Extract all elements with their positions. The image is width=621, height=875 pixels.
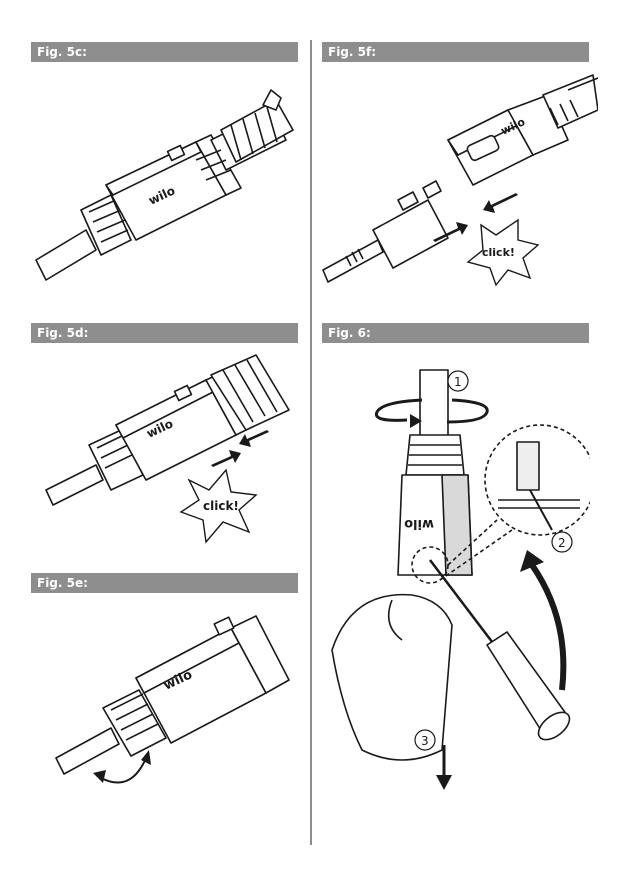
- rotate-arrow-icon: [93, 750, 151, 784]
- step-2-label: 2: [558, 536, 566, 550]
- fig-6-header: Fig. 6:: [322, 323, 589, 343]
- step-1-marker: [447, 370, 469, 392]
- fig-5f-title: Fig. 5f:: [328, 45, 377, 59]
- click-star-icon: [179, 468, 258, 544]
- fig-5f-illustration: wilo click!: [322, 74, 598, 287]
- cable-icon: [35, 229, 97, 281]
- hand-icon: [331, 593, 453, 761]
- fig-5e-illustration: wilo: [55, 615, 290, 784]
- step-3-marker: [414, 729, 436, 751]
- click-label-5d: click!: [203, 499, 239, 513]
- fig-5c-header: Fig. 5c:: [31, 42, 298, 62]
- step-1-label: 1: [454, 375, 462, 389]
- fig-5e-title: Fig. 5e:: [37, 576, 88, 590]
- click-label-5f: click!: [482, 246, 515, 259]
- fig-6-title: Fig. 6:: [328, 326, 371, 340]
- cable-icon: [419, 369, 449, 446]
- push-arrows-icon: [211, 430, 269, 467]
- screwdriver-shaft-icon: [429, 559, 503, 656]
- cable-icon: [322, 239, 384, 283]
- fig-5d-title: Fig. 5d:: [37, 326, 89, 340]
- insert-arrows-icon: [433, 193, 518, 242]
- fig-5d-illustration: wilo click!: [45, 354, 290, 544]
- click-star-icon: [466, 218, 540, 287]
- column-divider: [310, 40, 312, 845]
- fig-5f-header: Fig. 5f:: [322, 42, 589, 62]
- cable-icon: [55, 727, 120, 775]
- curved-arrow-icon: [520, 550, 567, 691]
- fig-5d-header: Fig. 5d:: [31, 323, 298, 343]
- fig-5e-header: Fig. 5e:: [31, 573, 298, 593]
- step-2-marker: [551, 531, 573, 553]
- plug-icon: [372, 199, 449, 269]
- fig-6-illustration: wilo 1 2 3: [331, 369, 590, 790]
- step-3-label: 3: [421, 734, 429, 748]
- rotate-arrow-icon: [374, 398, 489, 428]
- down-arrow-icon: [436, 745, 452, 790]
- fig-5c-illustration: wilo: [35, 89, 294, 281]
- fig-5c-title: Fig. 5c:: [37, 45, 87, 59]
- cable-icon: [45, 464, 104, 506]
- wilo-logo-6: wilo: [404, 516, 434, 531]
